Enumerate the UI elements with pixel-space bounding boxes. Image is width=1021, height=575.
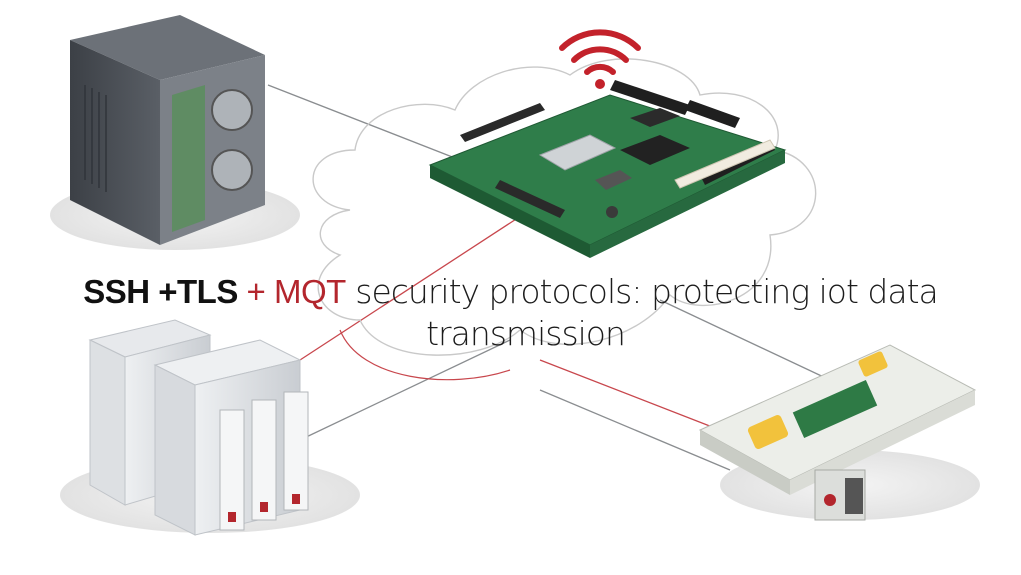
capacitor-icon xyxy=(606,206,618,218)
storage-rack-icon xyxy=(60,319,360,536)
link-center-to-gateway-gray xyxy=(539,389,731,471)
fan-icon xyxy=(211,149,253,191)
green-board-panel xyxy=(172,85,205,232)
title-ssh-tls: SSH +TLS xyxy=(83,273,238,310)
cloud-inner-arc xyxy=(339,329,511,381)
warning-badge-icon xyxy=(824,494,836,506)
link-gateway-to-center-gray xyxy=(299,339,511,441)
gateway-device-icon xyxy=(698,344,980,521)
link-storage-to-gateway-gray xyxy=(270,450,720,470)
link-board-to-gateway-gray xyxy=(659,299,831,381)
drive-led xyxy=(260,502,268,512)
link-center-to-gateway-red xyxy=(539,359,721,431)
status-chip-icon xyxy=(858,351,888,377)
display-panel xyxy=(792,379,878,439)
title-rest: security protocols: protecting iot data xyxy=(345,272,938,311)
drive-bays xyxy=(219,391,309,531)
main-chip xyxy=(620,135,690,165)
title-mqt: MQT xyxy=(273,273,346,310)
wifi-icon xyxy=(559,29,641,89)
fan-icon xyxy=(211,89,253,131)
title-plus: + xyxy=(237,273,274,310)
link-board-to-storage-red xyxy=(299,209,531,361)
connection-lines xyxy=(267,84,831,471)
cloud-icon xyxy=(312,58,817,356)
circuit-board-icon xyxy=(428,80,787,258)
pin-header-left xyxy=(460,103,565,218)
drive-led xyxy=(228,512,236,522)
metal-module xyxy=(538,134,617,171)
server-tower-icon xyxy=(50,15,300,250)
secondary-chip xyxy=(630,108,680,127)
connector-block xyxy=(595,170,632,190)
title-line-1: SSH +TLS + MQT security protocols: prote… xyxy=(0,268,1021,316)
title-line-2: transmission xyxy=(426,314,626,353)
diagram-title: SSH +TLS + MQT security protocols: prote… xyxy=(0,268,1021,358)
sim-chip-icon xyxy=(747,414,789,450)
port-grille xyxy=(845,478,863,514)
vent-grille xyxy=(84,85,107,192)
white-header-strip xyxy=(674,139,776,189)
link-server-to-board xyxy=(267,84,461,161)
drive-led xyxy=(292,494,300,504)
